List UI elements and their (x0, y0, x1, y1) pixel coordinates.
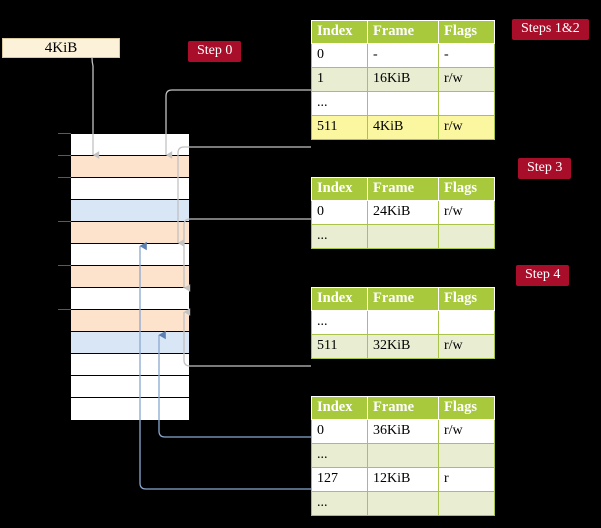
cell-flags: r/w (438, 200, 495, 225)
cell-frame: 12KiB (367, 467, 439, 492)
table-row[interactable]: 0 24KiB r/w (311, 200, 495, 225)
cell-index: ... (311, 491, 368, 516)
page-table-level-0: Index Frame Flags 0 - - 1 16KiB r/w ... … (311, 20, 495, 140)
source-page-box: 4KiB (2, 38, 120, 58)
page-table-level-1: Index Frame Flags 0 24KiB r/w ... (311, 177, 495, 249)
cell-frame (367, 491, 439, 516)
column-header-index: Index (311, 177, 368, 201)
cell-index: 1 (311, 67, 368, 92)
cell-flags: r (438, 467, 495, 492)
cell-frame: 24KiB (367, 200, 439, 225)
memory-tick-0 (58, 133, 71, 134)
cell-flags (438, 310, 495, 335)
cell-frame: 32KiB (367, 334, 439, 359)
memory-tick-4 (58, 265, 71, 266)
memory-frame-row (71, 288, 189, 310)
cell-index: 127 (311, 467, 368, 492)
memory-frame-row (71, 266, 189, 288)
memory-frame-row (71, 178, 189, 200)
badge-step-3: Step 3 (518, 158, 572, 180)
cell-frame (367, 91, 439, 116)
cell-index: 0 (311, 43, 368, 68)
cell-frame: 4KiB (367, 115, 439, 140)
table-header-row: Index Frame Flags (311, 287, 495, 311)
cell-frame: 16KiB (367, 67, 439, 92)
memory-tick-1 (58, 155, 71, 156)
cell-flags: r/w (438, 419, 495, 444)
memory-frame-row (71, 332, 189, 354)
wire-table2-row511-to-memory (183, 308, 311, 367)
cell-frame (367, 224, 439, 249)
memory-frame-row (71, 398, 189, 420)
cell-frame: - (367, 43, 439, 68)
cell-flags: r/w (438, 334, 495, 359)
badge-step-4: Step 4 (516, 265, 570, 287)
memory-frame-row (71, 222, 189, 244)
memory-tick-2 (58, 177, 71, 178)
cell-frame: 36KiB (367, 419, 439, 444)
cell-index: ... (311, 310, 368, 335)
cell-index: 511 (311, 115, 368, 140)
column-header-frame: Frame (367, 396, 439, 420)
memory-frame-row (71, 200, 189, 222)
cell-flags: r/w (438, 115, 495, 140)
page-table-level-2: Index Frame Flags ... 511 32KiB r/w (311, 287, 495, 359)
table-header-row: Index Frame Flags (311, 177, 495, 201)
physical-memory-column (70, 133, 190, 420)
memory-frame-row (71, 354, 189, 376)
table-row[interactable]: 0 - - (311, 43, 495, 68)
table-row[interactable]: ... (311, 91, 495, 116)
column-header-index: Index (311, 287, 368, 311)
table-row[interactable]: 1 16KiB r/w (311, 67, 495, 92)
wire-table0-row511-to-memory (177, 146, 311, 247)
table-row[interactable]: ... (311, 310, 495, 335)
table-row[interactable]: ... (311, 491, 495, 516)
cell-index: ... (311, 224, 368, 249)
cell-index: ... (311, 443, 368, 468)
table-row[interactable]: ... (311, 443, 495, 468)
table-row[interactable]: 511 32KiB r/w (311, 334, 495, 359)
cell-frame (367, 443, 439, 468)
badge-steps-1-2: Steps 1&2 (512, 19, 589, 41)
memory-frame-row (71, 310, 189, 332)
column-header-flags: Flags (438, 177, 495, 201)
cell-flags (438, 443, 495, 468)
cell-flags: - (438, 43, 495, 68)
table-header-row: Index Frame Flags (311, 20, 495, 44)
column-header-flags: Flags (438, 396, 495, 420)
page-table-level-3: Index Frame Flags 0 36KiB r/w ... 127 12… (311, 396, 495, 516)
memory-tick-3 (58, 221, 71, 222)
table-header-row: Index Frame Flags (311, 396, 495, 420)
column-header-frame: Frame (367, 20, 439, 44)
badge-step-0: Step 0 (188, 41, 242, 63)
table-row-highlighted[interactable]: 511 4KiB r/w (311, 115, 495, 140)
cell-index: 511 (311, 334, 368, 359)
column-header-index: Index (311, 396, 368, 420)
table-row[interactable]: ... (311, 224, 495, 249)
cell-index: ... (311, 91, 368, 116)
cell-flags: r/w (438, 67, 495, 92)
column-header-frame: Frame (367, 287, 439, 311)
table-row[interactable]: 0 36KiB r/w (311, 419, 495, 444)
cell-frame (367, 310, 439, 335)
memory-frame-row (71, 244, 189, 266)
cell-flags (438, 491, 495, 516)
wire-table1-row0-to-memory (183, 218, 311, 292)
cell-flags (438, 91, 495, 116)
source-page-label: 4KiB (44, 39, 78, 56)
cell-index: 0 (311, 419, 368, 444)
cell-index: 0 (311, 200, 368, 225)
table-row[interactable]: 127 12KiB r (311, 467, 495, 492)
column-header-flags: Flags (438, 287, 495, 311)
column-header-flags: Flags (438, 20, 495, 44)
column-header-index: Index (311, 20, 368, 44)
memory-frame-row (71, 134, 189, 156)
cell-flags (438, 224, 495, 249)
memory-tick-5 (58, 309, 71, 310)
memory-frame-row (71, 156, 189, 178)
column-header-frame: Frame (367, 177, 439, 201)
memory-frame-row (71, 376, 189, 398)
